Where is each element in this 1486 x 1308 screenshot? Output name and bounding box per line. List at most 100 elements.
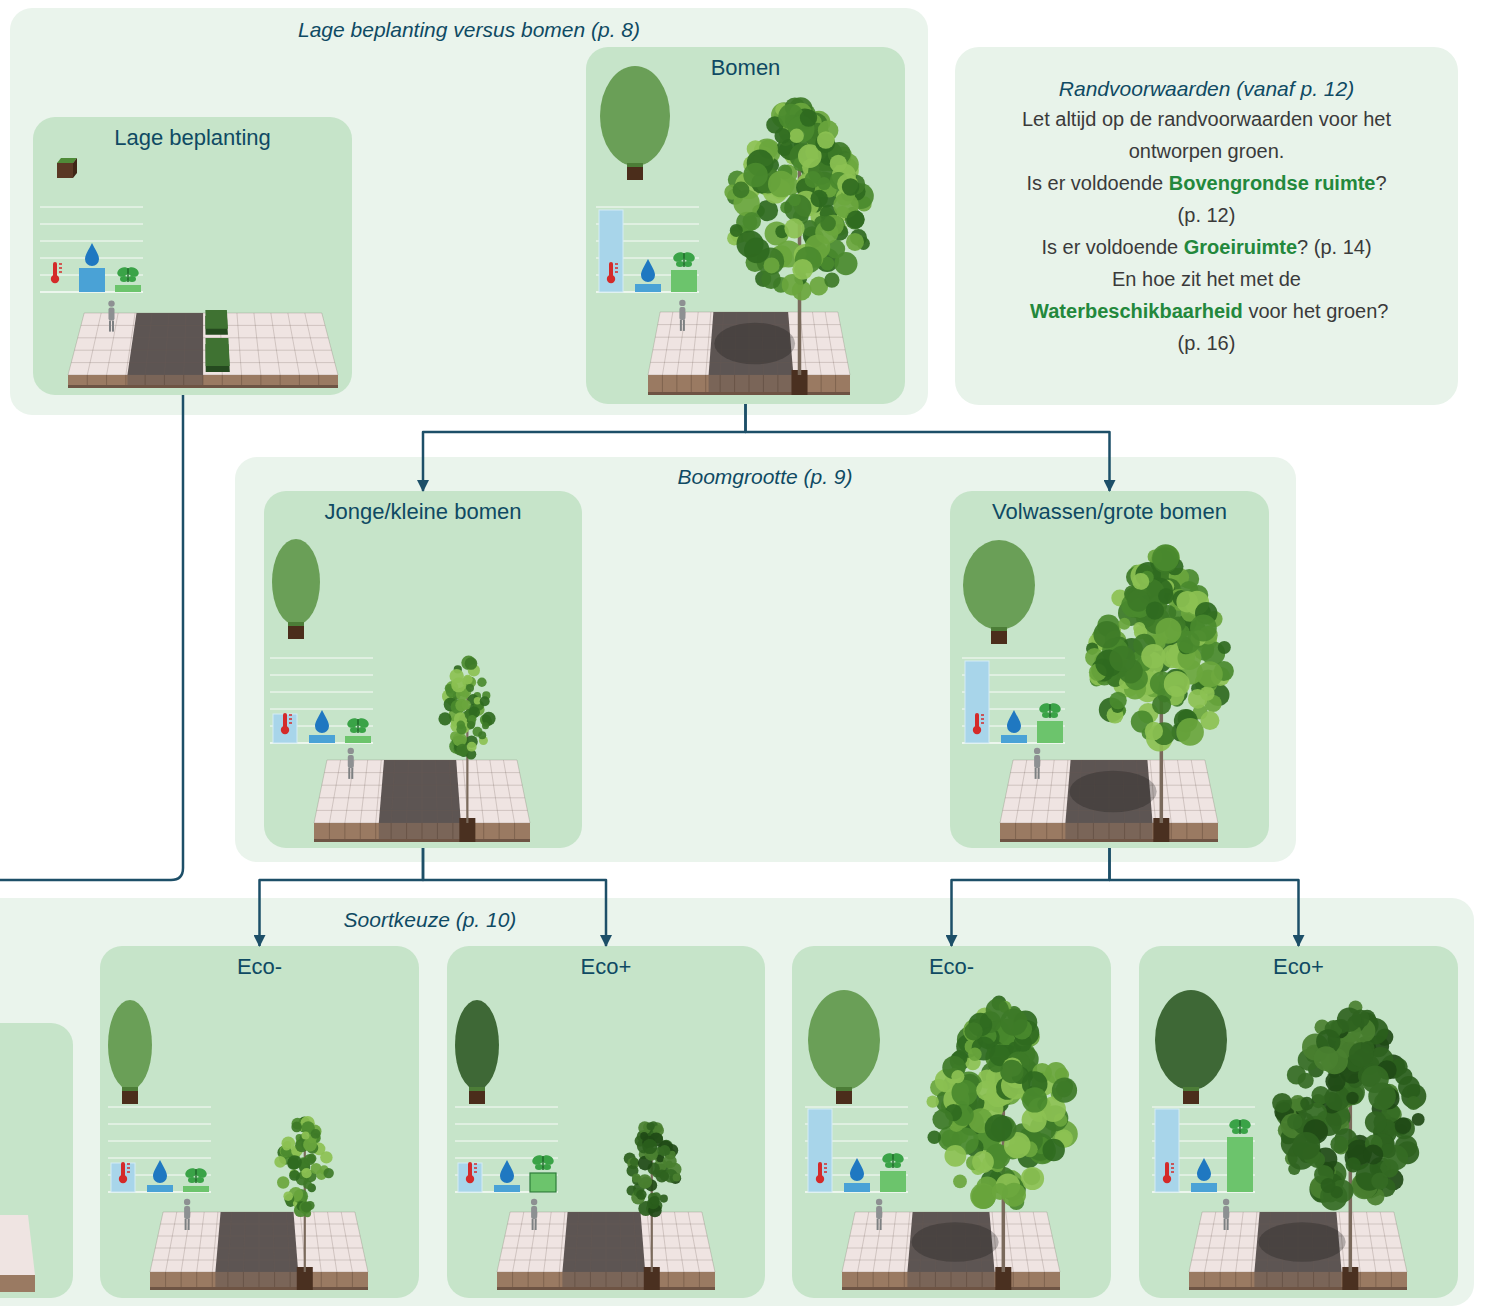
tree-figure: [461, 700, 471, 710]
street-section: [322, 785, 522, 786]
tree-figure: [1398, 1076, 1420, 1098]
tree-figure: [743, 212, 761, 230]
street-section: [150, 1212, 368, 1272]
effect-bars: [962, 658, 1065, 659]
street-section: [1380, 1212, 1391, 1272]
partial-box: [0, 1023, 73, 1298]
street-section: [78, 337, 329, 338]
tree-figure: [1287, 1114, 1302, 1129]
effect-bars: [40, 224, 143, 225]
tree-figure: [1000, 1060, 1023, 1083]
tree-figure: [985, 1114, 1013, 1142]
option-box: Bomen: [586, 47, 905, 404]
effect-bars: [40, 207, 143, 292]
street-section: [254, 313, 261, 375]
street-section: [1189, 1287, 1407, 1290]
street-section: [531, 1206, 537, 1219]
effect-bars: [1152, 1107, 1255, 1108]
street-section: [1034, 748, 1040, 754]
effect-bars: [1001, 735, 1027, 743]
tree-icon: [808, 990, 880, 1104]
effect-bars: [824, 1163, 827, 1165]
street-section: [449, 760, 453, 823]
street-section: [348, 768, 350, 779]
street-section: [842, 1199, 1060, 1290]
street-section: [166, 1212, 177, 1272]
tree-figure: [1292, 1132, 1320, 1160]
effect-bars: [458, 1163, 482, 1192]
street-section: [1016, 760, 1027, 823]
tree-figure: [1069, 544, 1233, 842]
tree-figure: [968, 1048, 982, 1062]
street-section: [889, 1212, 896, 1272]
effect-bars: [289, 722, 292, 724]
tree-figure: [927, 1095, 939, 1107]
street-section: [181, 1212, 190, 1272]
effect-bars: [531, 1153, 556, 1170]
tree-figure: [792, 259, 813, 280]
tree-figure: [1052, 1078, 1077, 1103]
tree-icon: [469, 1087, 485, 1091]
effect-bars: [672, 250, 697, 267]
effect-bars: [79, 268, 105, 292]
street-section: [490, 760, 499, 823]
street-section: [497, 1287, 715, 1290]
partial-box: [0, 898, 1474, 1306]
effect-bars: [596, 207, 699, 292]
effect-bars: [127, 268, 129, 282]
effect-bars: [635, 284, 661, 292]
tree-figure: [660, 1172, 669, 1181]
tree-figure: [1176, 591, 1198, 613]
street-section: [880, 1219, 882, 1230]
street-section: [648, 392, 850, 395]
street-section: [1223, 1199, 1229, 1205]
street-section: [1062, 760, 1068, 823]
street-section: [842, 1212, 855, 1272]
effect-bars: [1042, 712, 1050, 718]
effect-bars: [615, 263, 618, 265]
effect-bars: [108, 1158, 211, 1159]
tree-figure: [663, 1155, 677, 1169]
option-box: Jonge/kleine bomen: [264, 491, 582, 848]
street-section: [68, 313, 84, 375]
street-section: [436, 760, 438, 823]
effect-bars: [615, 267, 618, 269]
street-section: [662, 312, 672, 375]
street-section: [1189, 1212, 1407, 1272]
tree-figure: [928, 1131, 942, 1145]
street-section: [348, 748, 354, 779]
effect-bars: [85, 243, 99, 266]
effect-bars: [1191, 1183, 1217, 1192]
street-section: [81, 325, 325, 326]
note-paragraph: Is er voldoendeGroeiruimte? (p. 14): [1017, 231, 1397, 263]
note-title: Randvoorwaarden (vanaf p. 12): [955, 47, 1458, 103]
band-title: Boomgrootte (p. 9): [235, 457, 1295, 490]
tree-icon: [627, 163, 643, 167]
street-section: [286, 1212, 290, 1272]
effect-bars: [893, 1162, 901, 1168]
group-band: Eco-Eco+Eco-Eco+Soortkeuze (p. 10): [0, 898, 1474, 1306]
street-section: [68, 385, 338, 388]
street-section: [1034, 755, 1040, 768]
tree-figure: [451, 678, 466, 693]
tree-icon: [991, 627, 1007, 644]
street-section: [660, 312, 838, 313]
street-section: [314, 760, 327, 823]
tree-figure: [438, 712, 451, 725]
street-section: [876, 1199, 882, 1205]
effect-bars: [1227, 1137, 1253, 1192]
tree-figure: [789, 129, 804, 144]
tree-figure: [274, 1116, 334, 1290]
effect-bars: [607, 262, 618, 283]
effect-bars: [108, 1141, 211, 1142]
effect-bars: [805, 1107, 908, 1192]
street-section: [648, 312, 850, 375]
street-section: [648, 300, 850, 395]
street-section: [197, 1212, 204, 1272]
street-section: [1013, 760, 1205, 761]
effect-bars: [530, 1173, 556, 1192]
tree-icon: [963, 540, 1035, 630]
street-section: [503, 760, 514, 823]
street-section: [355, 1212, 368, 1272]
